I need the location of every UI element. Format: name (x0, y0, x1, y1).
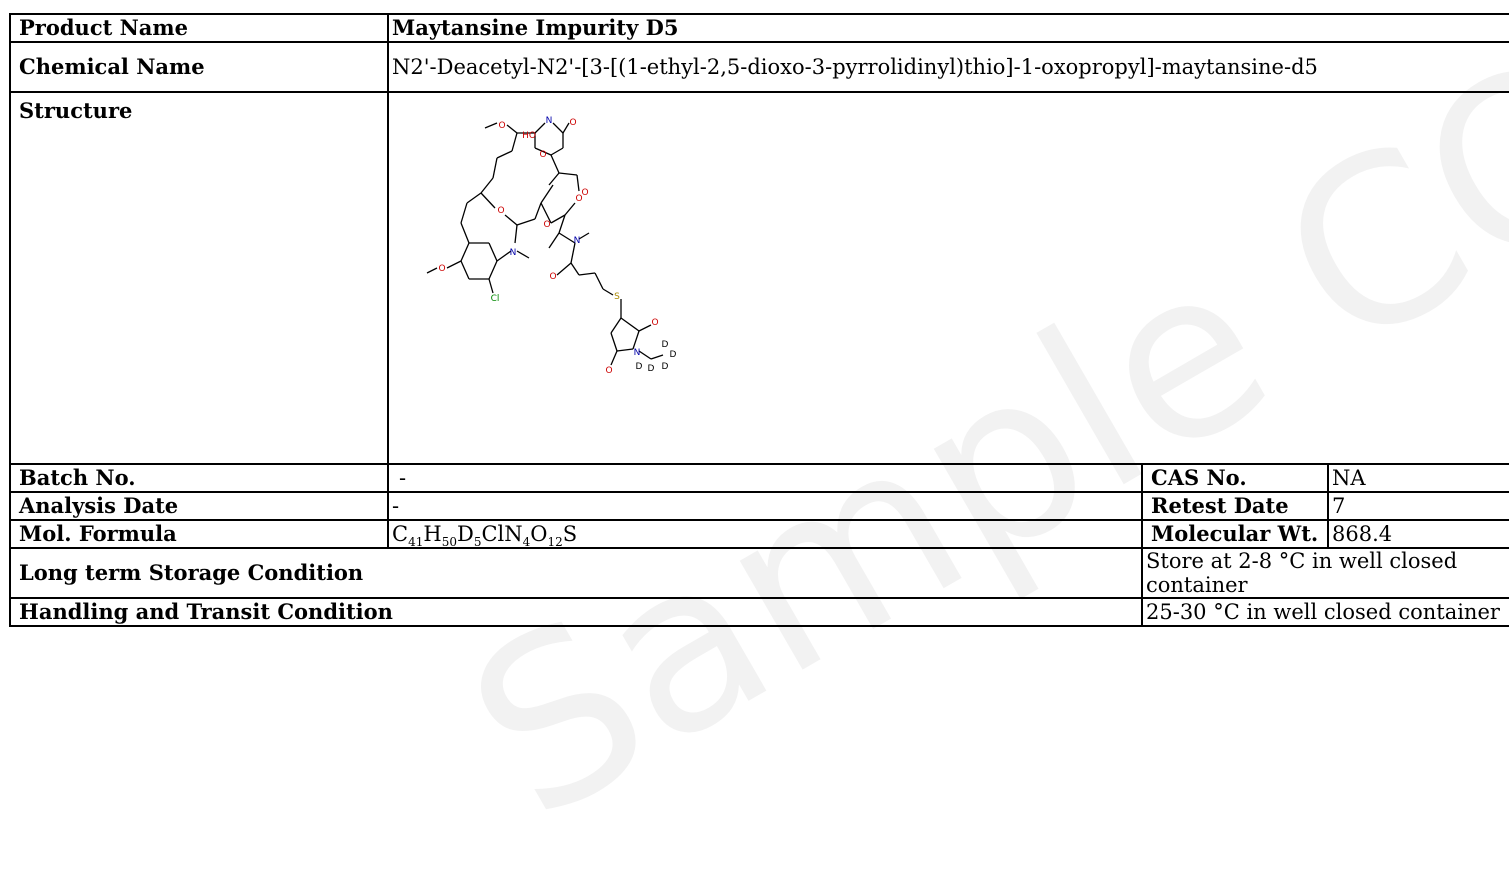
atom-o-4: O (581, 188, 588, 198)
coa-table: Product Name Maytansine Impurity D5 Chem… (9, 13, 1509, 627)
formula-el-5: S (562, 522, 578, 546)
row-handling: Handling and Transit Condition 25-30 °C … (9, 597, 1509, 627)
atom-o-10: O (651, 318, 658, 328)
chemical-name-label: Chemical Name (9, 41, 389, 93)
atom-o-5: O (497, 206, 504, 216)
formula-el-2: D (456, 522, 474, 546)
atom-o-7: O (575, 194, 582, 204)
row-product-name: Product Name Maytansine Impurity D5 (9, 13, 1509, 43)
atom-o-8: O (438, 264, 445, 274)
formula-n-0: 41 (408, 535, 424, 550)
atom-o-3: O (539, 150, 546, 160)
formula-el-3: ClN (481, 522, 523, 546)
storage-value: Store at 2-8 °C in well closed container (1140, 547, 1509, 599)
formula-label: Mol. Formula (9, 519, 389, 549)
atom-s: S (614, 292, 620, 302)
handling-label: Handling and Transit Condition (9, 597, 1143, 627)
atom-o-2: O (569, 118, 576, 128)
atom-o-1: O (498, 121, 505, 131)
row-analysis: Analysis Date - Retest Date 7 (9, 491, 1509, 521)
atom-n-4: N (634, 348, 641, 358)
atom-n-1: N (546, 116, 553, 126)
handling-value: 25-30 °C in well closed container (1140, 597, 1509, 627)
structure-image-cell: O N O HO O O O N O O O Cl N O S O N (386, 91, 1509, 465)
atom-d-1: D (662, 340, 669, 350)
retest-value: 7 (1326, 491, 1509, 521)
formula-n-4: 12 (547, 535, 563, 550)
row-storage: Long term Storage Condition Store at 2-8… (9, 547, 1509, 599)
structure-diagram: O N O HO O O O N O O O Cl N O S O N (426, 116, 677, 376)
atom-d-2: D (670, 350, 677, 360)
batch-value: - (387, 463, 1143, 493)
atom-d-3: D (662, 362, 669, 372)
row-chemical-name: Chemical Name N2'-Deacetyl-N2'-[3-[(1-et… (9, 41, 1509, 93)
formula-value: C41H50D5ClN4O12S (387, 519, 1143, 550)
atom-o-9: O (549, 272, 556, 282)
analysis-label: Analysis Date (9, 491, 389, 521)
formula-n-1: 50 (441, 535, 457, 550)
batch-label: Batch No. (9, 463, 389, 493)
structure-label: Structure (9, 91, 389, 465)
cas-label: CAS No. (1141, 463, 1329, 493)
retest-label: Retest Date (1141, 491, 1329, 521)
atom-o-11: O (605, 366, 612, 376)
formula-el-1: H (423, 522, 442, 546)
product-name-value: Maytansine Impurity D5 (386, 13, 1509, 43)
atom-o-6: O (543, 220, 550, 230)
storage-label: Long term Storage Condition (9, 547, 1143, 599)
atom-d-5: D (636, 362, 643, 372)
formula-n-2: 5 (473, 535, 482, 550)
mw-label: Molecular Wt. (1141, 519, 1329, 549)
chemical-name-value: N2'-Deacetyl-N2'-[3-[(1-ethyl-2,5-dioxo-… (386, 41, 1509, 93)
atom-cl: Cl (491, 294, 500, 304)
analysis-value: - (387, 491, 1143, 521)
atom-n-3: N (574, 236, 581, 246)
cas-value: NA (1326, 463, 1509, 493)
formula-el-0: C (392, 522, 409, 546)
atom-n-2: N (510, 248, 517, 258)
product-name-label: Product Name (9, 13, 389, 43)
atom-ho: HO (522, 131, 536, 141)
atom-d-4: D (648, 364, 655, 374)
row-batch: Batch No. - CAS No. NA (9, 463, 1509, 493)
formula-el-4: O (530, 522, 548, 546)
mw-value: 868.4 (1326, 519, 1509, 549)
row-formula: Mol. Formula C41H50D5ClN4O12S Molecular … (9, 519, 1509, 550)
row-structure: Structure (9, 91, 1509, 465)
formula-n-3: 4 (522, 535, 531, 550)
